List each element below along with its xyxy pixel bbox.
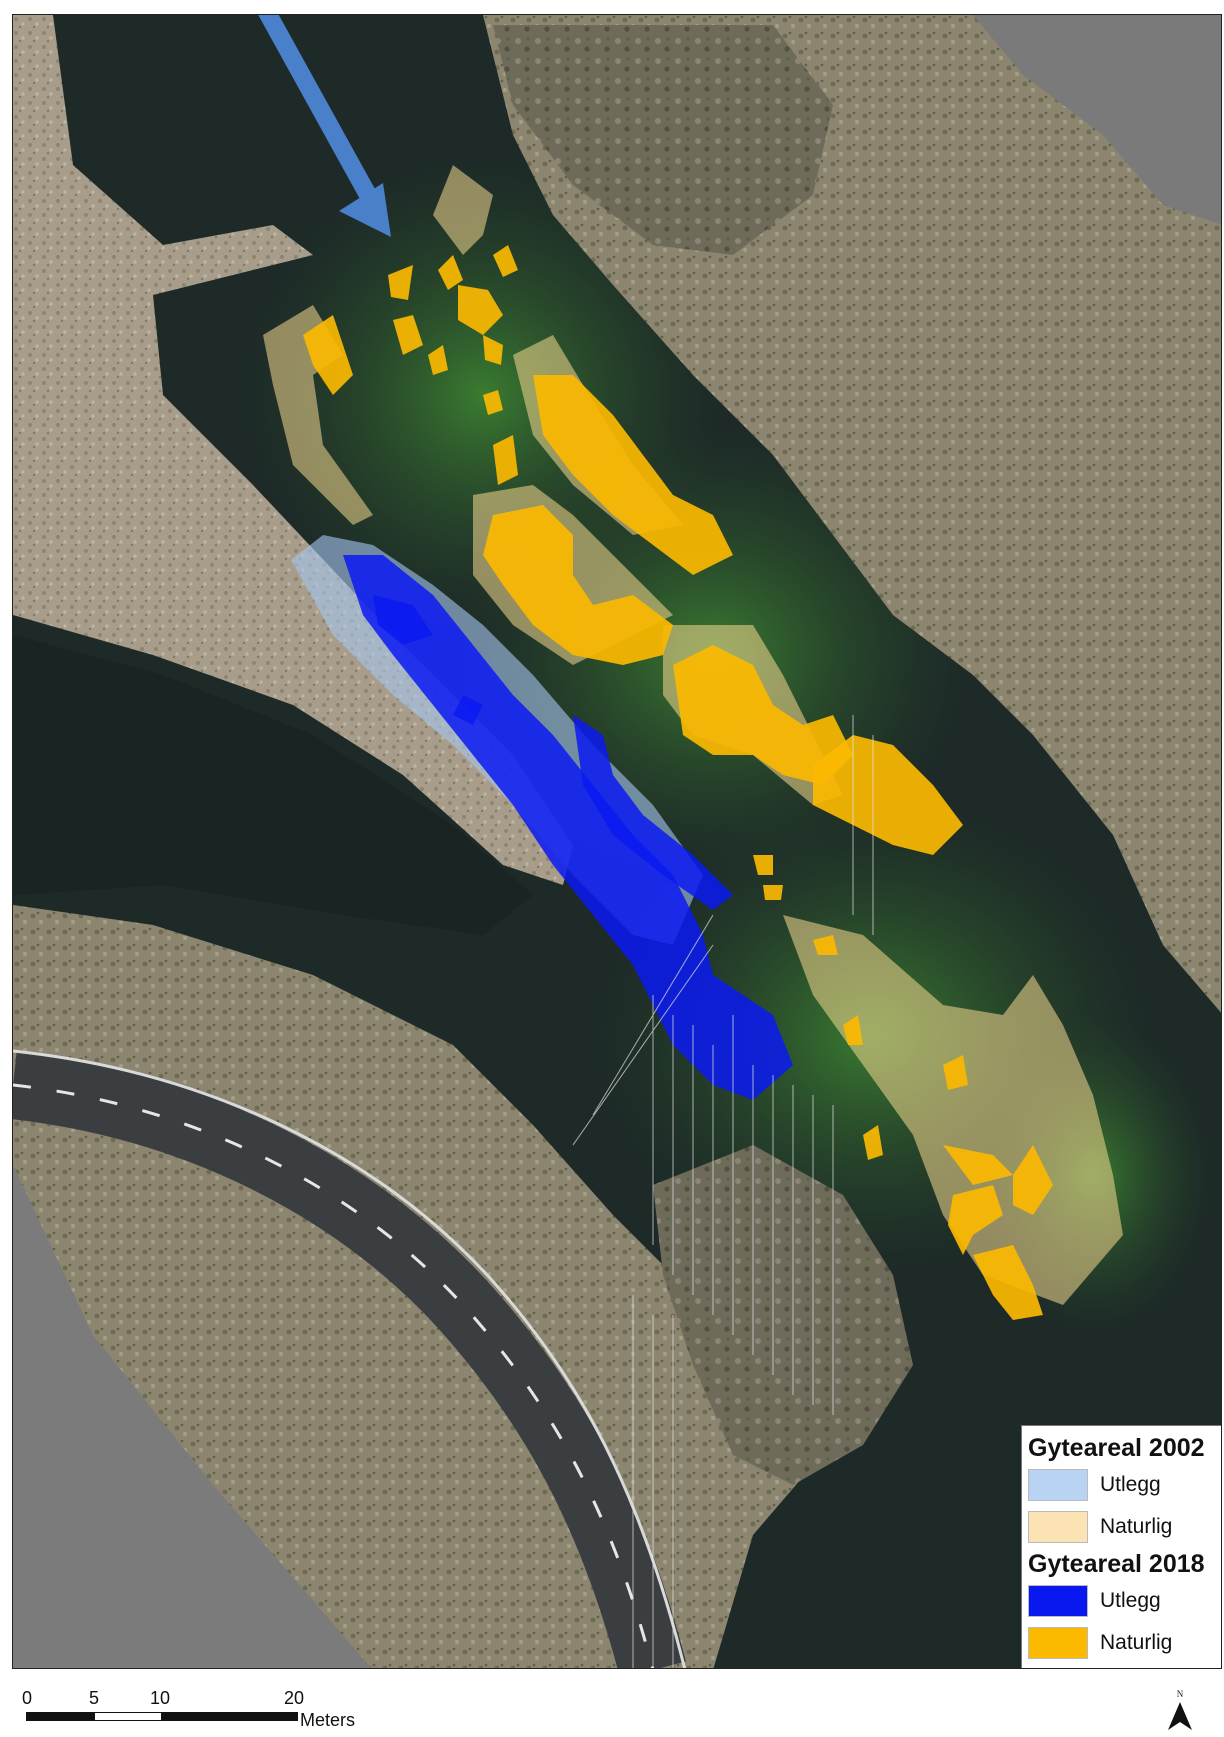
scale-tick-5: 5 [89,1688,100,1708]
scale-segment-1 [26,1712,94,1721]
legend-item-2018-naturlig: Naturlig [1028,1622,1221,1664]
flow-direction-arrow-icon [258,15,391,237]
gyteareal-2018-utlegg [343,555,793,1100]
legend-item-2002-naturlig: Naturlig [1028,1506,1221,1548]
scale-segment-2 [94,1712,162,1721]
legend-swatch-2002-naturlig [1028,1511,1088,1543]
legend-swatch-2018-utlegg [1028,1585,1088,1617]
scale-units: Meters [300,1710,356,1730]
scale-bar: 0 5 10 20 Meters [22,1688,382,1732]
north-arrow-icon: N [1168,1689,1192,1730]
scale-tick-10: 10 [150,1688,171,1708]
legend-swatch-2002-utlegg [1028,1469,1088,1501]
road-shoulder [13,1049,687,1668]
scale-tick-0: 0 [22,1688,33,1708]
gyteareal-2018-naturlig [303,245,1053,1320]
map-frame: Gyteareal 2002 Utlegg Naturlig Gyteareal… [12,14,1222,1669]
legend-label-2002-utlegg: Utlegg [1100,1473,1161,1496]
aerial-map[interactable] [13,15,1222,1669]
rocky-islet [653,1145,913,1485]
legend-label-2018-naturlig: Naturlig [1100,1631,1173,1654]
no-data-area [13,1165,372,1668]
legend-label-2002-naturlig: Naturlig [1100,1515,1173,1538]
legend-swatch-2018-naturlig [1028,1627,1088,1659]
legend-label-2018-utlegg: Utlegg [1100,1589,1161,1612]
north-label: N [1177,1689,1184,1699]
legend-title-2002: Gyteareal 2002 [1028,1434,1205,1462]
legend-title-2018: Gyteareal 2018 [1028,1550,1205,1578]
right-bank [483,15,1221,1013]
road [13,1051,686,1668]
no-data-area [973,15,1221,225]
legend-item-2018-utlegg: Utlegg [1028,1580,1221,1622]
scale-segment-3 [162,1712,298,1721]
legend-item-2002-utlegg: Utlegg [1028,1464,1221,1506]
rock-outcrop [493,25,833,255]
map-legend: Gyteareal 2002 Utlegg Naturlig Gyteareal… [1021,1425,1221,1668]
side-channel [13,635,533,935]
scale-tick-20: 20 [284,1688,305,1708]
north-arrow: N [1166,1688,1194,1732]
survey-lines [572,715,874,1668]
